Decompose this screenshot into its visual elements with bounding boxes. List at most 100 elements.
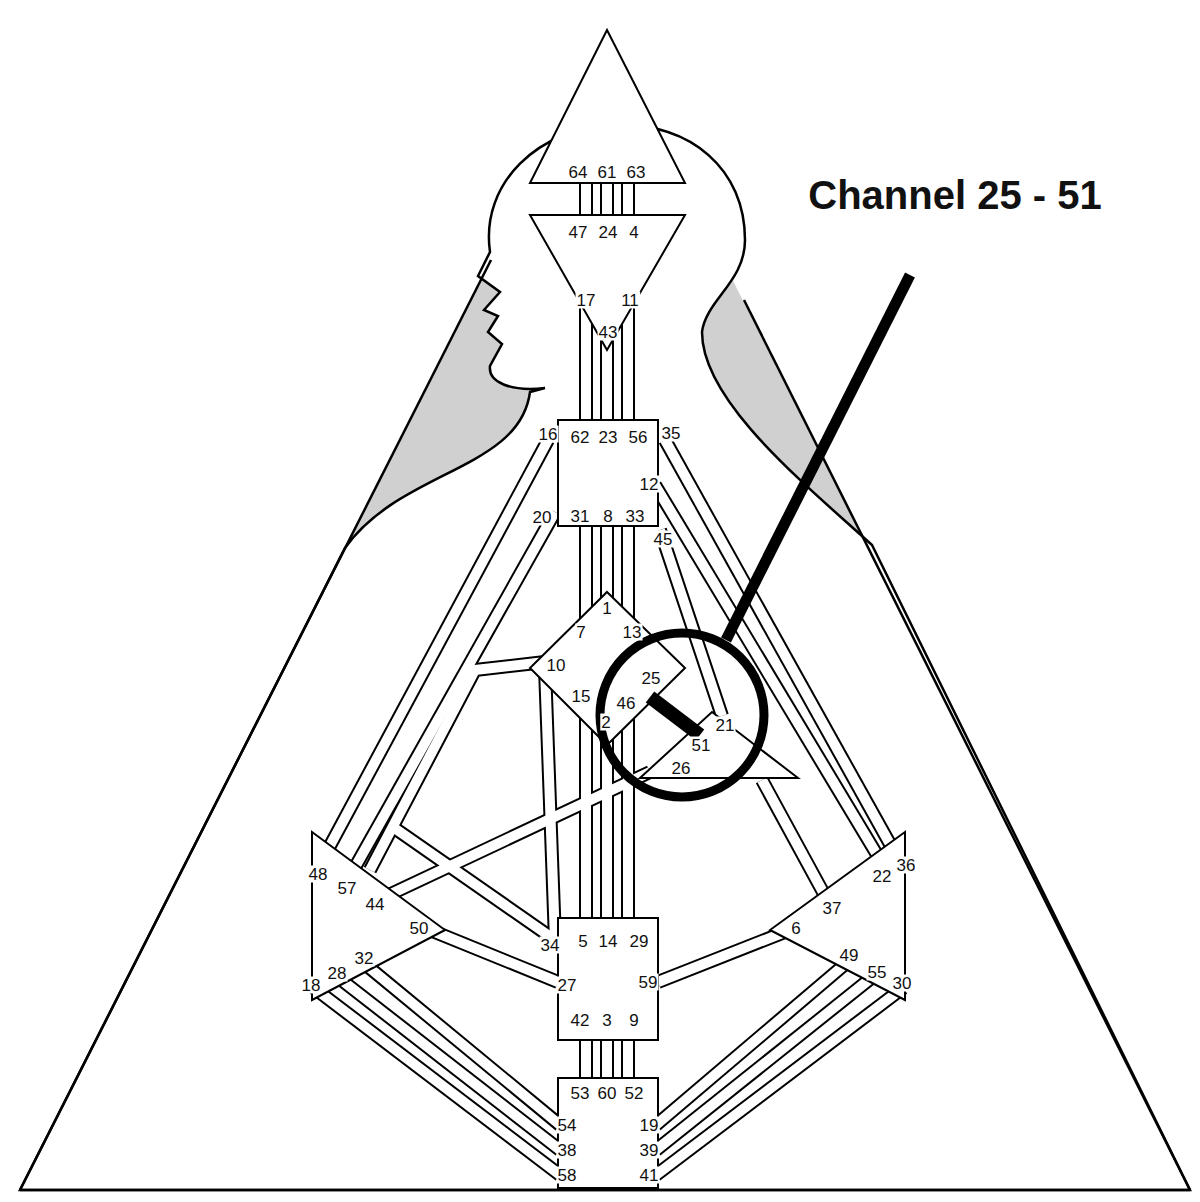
gate-number: 5 (577, 933, 588, 950)
gate-number: 34 (540, 937, 561, 954)
channel-fill (314, 988, 560, 1175)
channel-outline (318, 440, 548, 868)
gate-number: 25 (641, 670, 662, 687)
gate-number: 18 (301, 977, 322, 994)
gate-number: 15 (571, 688, 592, 705)
channel-outline (762, 780, 830, 905)
channel-fill (378, 772, 650, 900)
gate-number: 64 (568, 164, 589, 181)
gate-number: 6 (790, 920, 801, 937)
channel-outline (579, 183, 593, 215)
channel-outline (621, 183, 635, 215)
gate-number: 41 (639, 1167, 660, 1184)
ego-center (640, 712, 798, 778)
gate-number: 52 (624, 1085, 645, 1102)
gate-number: 42 (570, 1012, 591, 1029)
gate-number: 48 (308, 866, 329, 883)
head-center (530, 30, 685, 183)
gate-number: 30 (892, 975, 913, 992)
ajna-center (530, 215, 685, 350)
gate-number: 61 (597, 164, 618, 181)
channel-outline (660, 530, 722, 716)
g-center (530, 592, 685, 745)
channel-fill (656, 988, 903, 1175)
gate-number: 37 (822, 900, 843, 917)
channel-outline (621, 1040, 635, 1078)
gate-number: 45 (653, 531, 674, 548)
gate-number: 20 (532, 509, 553, 526)
channel-fill (318, 440, 548, 868)
gate-number: 11 (620, 292, 640, 309)
gate-number: 9 (628, 1012, 639, 1029)
body-silhouette (20, 125, 1190, 1190)
channel-outline (621, 526, 635, 620)
gate-number: 10 (546, 657, 567, 674)
gate-number: 54 (557, 1117, 578, 1134)
throat-center (558, 420, 658, 526)
channel-outline (658, 930, 790, 982)
gate-number: 27 (557, 977, 578, 994)
channel-outline (314, 988, 560, 1175)
gate-number: 29 (629, 933, 650, 950)
channel-fill (623, 715, 633, 918)
gate-number: 26 (671, 760, 692, 777)
gate-number: 51 (691, 737, 712, 754)
gate-number: 31 (570, 508, 591, 525)
gate-number: 19 (639, 1117, 660, 1134)
channel-fill (660, 530, 722, 716)
channel-outline (579, 1040, 593, 1078)
gate-number: 23 (598, 429, 619, 446)
channel-outline (579, 526, 593, 620)
channel-fill (335, 975, 560, 1150)
channel-fill (581, 526, 591, 620)
channel-outline (600, 526, 614, 600)
channel-outline (621, 715, 635, 918)
gate-number: 13 (622, 624, 643, 641)
gate-number: 62 (570, 429, 591, 446)
highlighted-channel (650, 697, 700, 735)
gate-number: 53 (570, 1085, 591, 1102)
channel-fill (545, 668, 555, 940)
gate-number: 59 (638, 974, 659, 991)
channel-fill (623, 1040, 633, 1078)
gate-number: 21 (715, 717, 736, 734)
gate-number: 22 (872, 868, 893, 885)
channel-fill (581, 183, 591, 215)
gate-number: 16 (538, 426, 559, 443)
gate-number: 7 (575, 624, 586, 641)
gate-number: 55 (867, 964, 888, 981)
gate-number: 17 (576, 292, 597, 309)
solar-plexus-center (770, 832, 905, 1000)
channel-fill (581, 1040, 591, 1078)
channel-fill (602, 526, 612, 600)
channel-outline (545, 668, 555, 940)
gate-number: 1 (601, 600, 612, 617)
gate-number: 58 (557, 1167, 578, 1184)
outer-triangle (20, 260, 491, 1190)
gate-number: 32 (354, 950, 375, 967)
gray-ground (20, 30, 1190, 1190)
gate-number: 33 (625, 508, 646, 525)
gate-number: 46 (616, 695, 637, 712)
gate-number: 44 (365, 896, 386, 913)
channel-outline (600, 183, 614, 215)
channel-fill (623, 526, 633, 620)
gate-number: 36 (896, 857, 917, 874)
channel-fill (602, 1040, 612, 1078)
gate-number: 4 (628, 224, 639, 241)
callout-title: Channel 25 - 51 (807, 175, 1102, 215)
gate-number: 24 (598, 224, 619, 241)
gate-number: 38 (557, 1142, 578, 1159)
gate-number: 60 (597, 1085, 618, 1102)
gate-number: 63 (626, 164, 647, 181)
gate-number: 39 (639, 1142, 660, 1159)
gate-number: 49 (839, 947, 860, 964)
channel-fill (762, 780, 830, 905)
gate-number: 50 (409, 920, 430, 937)
gate-number: 8 (602, 508, 613, 525)
gate-number: 57 (337, 880, 358, 897)
channel-outline (335, 975, 560, 1150)
callout-circle (600, 633, 764, 797)
channel-fill (658, 930, 790, 982)
gate-number: 47 (568, 224, 589, 241)
